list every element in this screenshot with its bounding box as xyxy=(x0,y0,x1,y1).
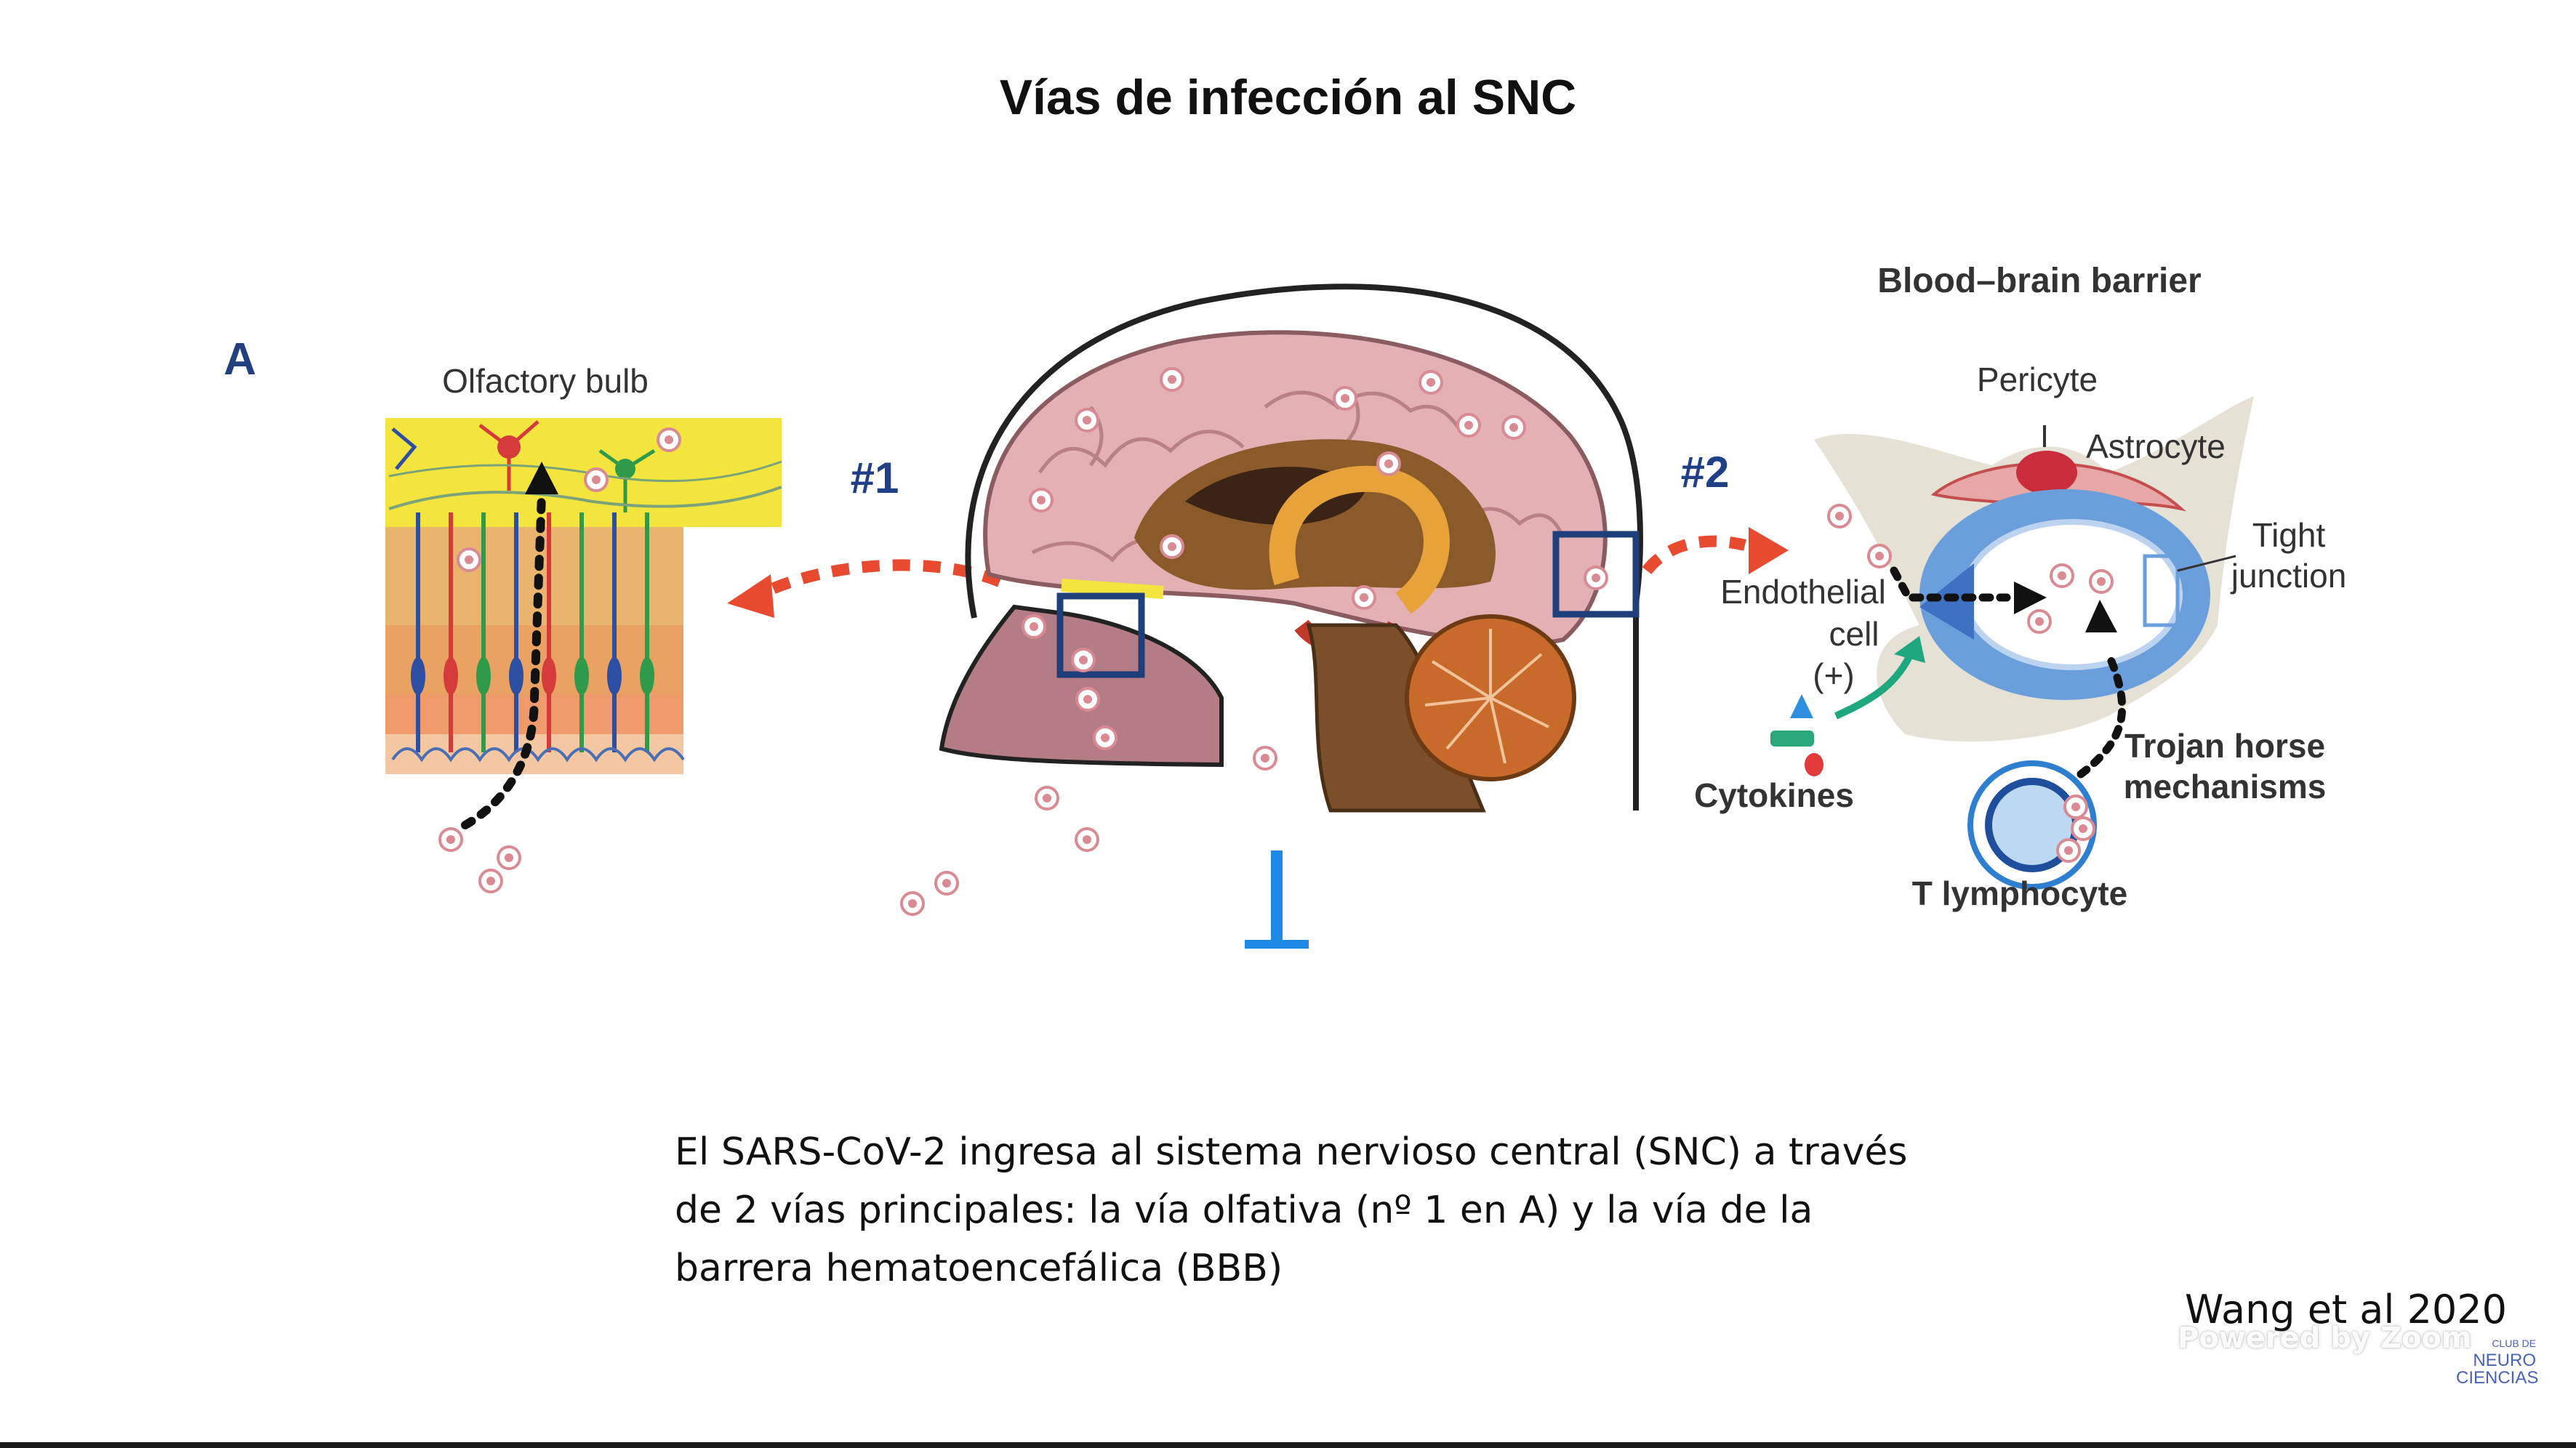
tight-junction-label-line1: Tight xyxy=(2252,516,2326,554)
cytokines-label: Cytokines xyxy=(1694,776,1854,814)
caption-line: barrera hematoencefálica (BBB) xyxy=(675,1247,1283,1290)
route-2-label: #2 xyxy=(1681,448,1730,496)
pericyte-label: Pericyte xyxy=(1977,361,2098,398)
route-1: #1 xyxy=(727,454,1003,618)
route-2: #2 xyxy=(1642,448,1789,575)
caption-line: de 2 vías principales: la vía olfativa (… xyxy=(675,1188,1813,1232)
olfactory-bulb-label: Olfactory bulb xyxy=(442,362,649,400)
endothelial-label-line2: cell xyxy=(1829,615,1879,653)
bbb-title: Blood–brain barrier xyxy=(1877,262,2201,300)
club-logo-line: NEURO xyxy=(2473,1351,2536,1370)
club-logo-line: CLUB DE xyxy=(2492,1338,2536,1349)
slide-caption: El SARS-CoV-2 ingresa al sistema nervios… xyxy=(675,1123,2020,1298)
t-lymphocyte-label: T lymphocyte xyxy=(1912,874,2128,912)
zoom-watermark: Powered by Zoom xyxy=(2178,1322,2472,1355)
blue-marker xyxy=(1245,850,1309,949)
club-logo-line: CIENCIAS xyxy=(2456,1368,2539,1388)
astrocyte-label: Astrocyte xyxy=(2086,427,2226,465)
slide-title: Vías de infección al SNC xyxy=(999,70,1577,125)
plus-label: (+) xyxy=(1813,656,1855,694)
citation: Wang et al 2020 xyxy=(2185,1287,2507,1332)
olfactory-highlight-box xyxy=(1056,592,1145,678)
olfactory-bulb-panel: Olfactory bulb xyxy=(385,362,782,893)
panel-letter: A xyxy=(224,334,257,385)
caption-line: El SARS-CoV-2 ingresa al sistema nervios… xyxy=(675,1130,1908,1174)
bbb-panel: Blood–brain barrier xyxy=(1694,262,2346,912)
head-brain-illustration xyxy=(900,283,1643,916)
bottom-border xyxy=(0,1442,2576,1448)
endothelial-label-line1: Endothelial xyxy=(1720,573,1886,611)
route-1-label: #1 xyxy=(851,454,899,502)
trojan-label-line2: mechanisms xyxy=(2124,768,2327,805)
bbb-highlight-box xyxy=(1552,531,1640,618)
club-logo: CLUB DE NEURO CIENCIAS xyxy=(2456,1335,2539,1388)
trojan-label-line1: Trojan horse xyxy=(2124,727,2325,765)
tight-junction-label-line2: junction xyxy=(2230,557,2347,595)
